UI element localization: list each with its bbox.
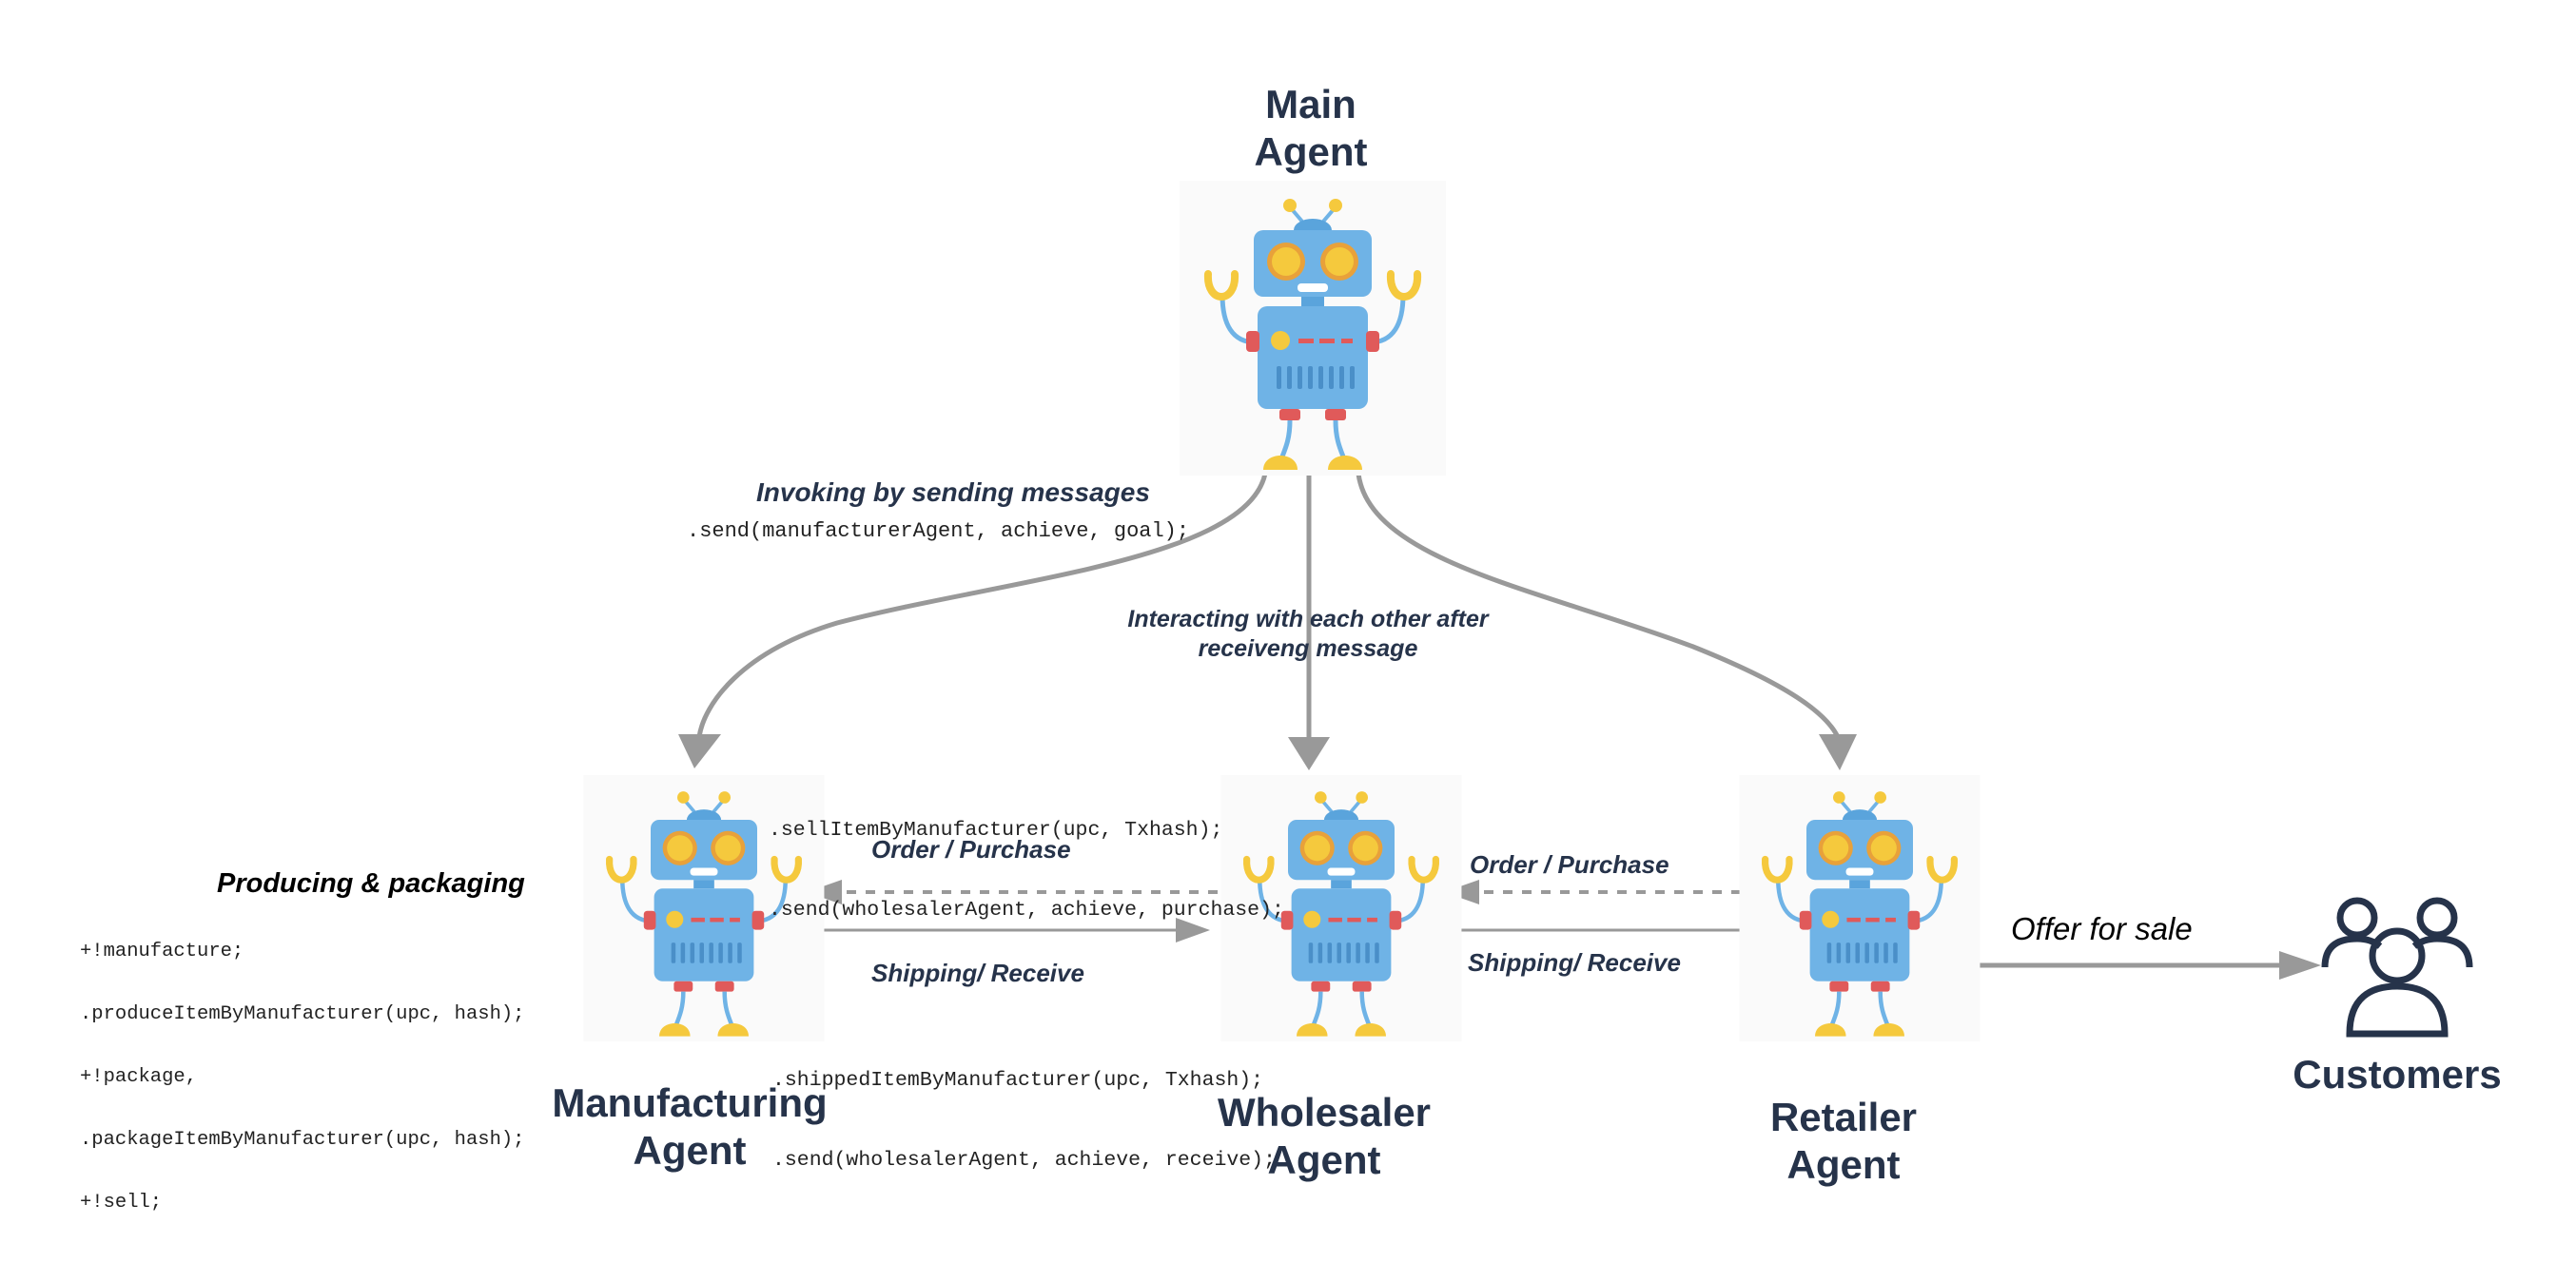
arrow-retailer-to-customers bbox=[1958, 951, 2321, 980]
sell-code-line: .sellItemByManufacturer(upc, Txhash); bbox=[769, 819, 1223, 842]
producing-code-line: .produceItemByManufacturer(upc, hash); bbox=[80, 1003, 525, 1025]
order-purchase-label-2: Order / Purchase bbox=[1470, 850, 1669, 879]
wholesaler-agent-title-line2: Agent bbox=[1267, 1137, 1381, 1182]
producing-label: Producing & packaging bbox=[217, 868, 525, 899]
producing-code-line: .packageItemByManufacturer(upc, hash); bbox=[80, 1129, 525, 1151]
wholesaler-agent-title: Wholesaler Agent bbox=[1134, 1089, 1514, 1184]
main-agent-robot-icon bbox=[1180, 181, 1446, 476]
order-purchase-label-1: Order / Purchase bbox=[871, 835, 1071, 864]
manufacturing-agent-title: Manufacturing Agent bbox=[499, 1079, 880, 1175]
arrow-order-wholesaler-to-manufacturing bbox=[807, 880, 1218, 904]
ship-code-line: .shippedItemByManufacturer(upc, Txhash); bbox=[772, 1069, 1264, 1092]
arrow-main-to-wholesaler bbox=[1288, 474, 1330, 770]
sell-code: .sellItemByManufacturer(upc, Txhash); .s… bbox=[769, 764, 1284, 977]
main-agent-title-line1: Main bbox=[1265, 82, 1356, 126]
interacting-label-line2: receiveng message bbox=[1198, 635, 1418, 662]
main-agent-title: Main Agent bbox=[1121, 81, 1501, 176]
invoking-code: .send(manufacturerAgent, achieve, goal); bbox=[687, 519, 1190, 543]
retailer-agent-robot-icon bbox=[1727, 775, 1993, 1041]
ship-code: .shippedItemByManufacturer(upc, Txhash);… bbox=[772, 1014, 1276, 1227]
main-agent-title-line2: Agent bbox=[1254, 129, 1368, 174]
sell-code-line: .send(wholesalerAgent, achieve, purchase… bbox=[769, 899, 1284, 922]
arrow-main-to-retailer bbox=[1356, 473, 1857, 770]
retailer-agent-title: Retailer Agent bbox=[1653, 1094, 2034, 1189]
arrow-order-retailer-to-wholesaler bbox=[1444, 880, 1760, 904]
ship-code-line: .send(wholesalerAgent, achieve, receive)… bbox=[772, 1149, 1276, 1172]
producing-code-line: +!manufacture; bbox=[80, 941, 244, 962]
arrow-ship-manufacturing-to-wholesaler bbox=[801, 918, 1210, 942]
manufacturing-agent-title-line2: Agent bbox=[633, 1128, 747, 1173]
interacting-label: Interacting with each other after receiv… bbox=[1127, 605, 1489, 664]
manufacturing-agent-title-line1: Manufacturing bbox=[552, 1080, 828, 1125]
users-group-icon bbox=[2321, 897, 2473, 1038]
shipping-receive-label-1: Shipping/ Receive bbox=[871, 959, 1084, 987]
wholesaler-agent-title-line1: Wholesaler bbox=[1217, 1090, 1432, 1135]
arrow-main-to-manufacturing bbox=[678, 473, 1268, 768]
retailer-agent-title-line1: Retailer bbox=[1769, 1095, 1918, 1139]
interacting-label-line1: Interacting with each other after bbox=[1127, 606, 1489, 632]
shipping-receive-label-2: Shipping/ Receive bbox=[1468, 948, 1681, 977]
producing-code: +!manufacture; .produceItemByManufacture… bbox=[80, 900, 524, 1255]
invoking-label: Invoking by sending messages bbox=[756, 477, 1150, 507]
retailer-agent-title-line2: Agent bbox=[1786, 1142, 1901, 1187]
customers-title: Customers bbox=[2293, 1052, 2502, 1097]
producing-code-line: +!package, bbox=[80, 1066, 198, 1088]
offer-for-sale-label: Offer for sale bbox=[2011, 911, 2193, 946]
producing-code-line: +!sell; bbox=[80, 1192, 163, 1214]
